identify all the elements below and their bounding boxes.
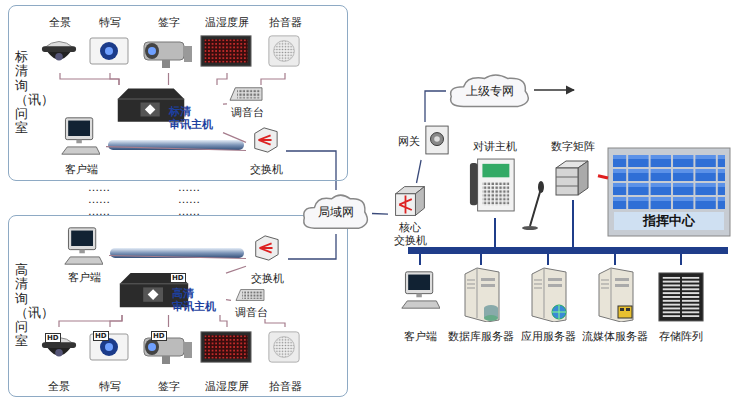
node-label: 对讲主机 xyxy=(473,140,517,153)
node-label: 签字 xyxy=(158,380,180,393)
node-label: 温湿度屏 xyxy=(205,380,249,393)
client-pc: 客户端 xyxy=(59,226,109,284)
node-label: 拾音器 xyxy=(269,380,302,393)
client-pc: 客户端 xyxy=(398,265,442,343)
connector xyxy=(106,147,246,151)
connector xyxy=(410,247,681,265)
node-label: 核心 交换机 xyxy=(390,221,430,247)
node-label: 特写 xyxy=(99,380,121,393)
hd-badge: HD xyxy=(93,331,109,341)
video-wall: 指挥中心 xyxy=(608,148,730,236)
node-label: 高清 审讯主机 xyxy=(172,287,222,313)
interrogation-host: 标清 审讯主机 xyxy=(113,85,223,133)
node-label: 交换机 xyxy=(251,272,284,285)
microphone: 拾音器 xyxy=(263,16,307,73)
node-label: 流媒体服务器 xyxy=(582,330,648,343)
connector xyxy=(168,73,169,85)
connector xyxy=(425,91,446,122)
node-label: 交换机 xyxy=(250,163,283,176)
node-label: 全景 xyxy=(48,380,70,393)
connector xyxy=(226,299,231,301)
node-label: 指挥中心 xyxy=(614,212,724,230)
connector xyxy=(220,315,227,327)
server: 流媒体服务器 xyxy=(580,265,650,343)
lan-cloud: 局域网 xyxy=(300,190,372,234)
connector xyxy=(265,319,285,327)
connector xyxy=(59,315,122,327)
intercom: 对讲主机 xyxy=(465,140,525,218)
display: 温湿度屏 xyxy=(199,16,255,73)
connector xyxy=(110,315,122,327)
node-label: 客户端 xyxy=(404,330,437,343)
connector xyxy=(110,73,119,85)
room-panel: 高清询（讯）问室 客户端 交换机高清 审讯主机调音台全景 特写 签字 温湿度屏 拾音器 xyxy=(8,215,348,397)
server: 应用服务器 xyxy=(518,265,578,343)
microphone: 拾音器 xyxy=(263,327,307,393)
connector xyxy=(223,103,227,104)
connector xyxy=(598,176,608,178)
connector xyxy=(223,133,246,143)
node-label: 数字矩阵 xyxy=(551,140,595,153)
connector xyxy=(168,315,169,327)
room-panel: 标清询（讯）问室 全景 特写 签字 温湿度屏 拾音器标清 审讯主机调音台客户端 交换机 xyxy=(8,5,348,181)
ellipsis-mark: …… xyxy=(178,182,200,194)
node-label: 标清询（讯）问室 xyxy=(15,50,28,136)
node-label: 数据库服务器 xyxy=(448,330,514,343)
ellipsis-mark: …… xyxy=(88,194,110,206)
ellipsis-mark: …… xyxy=(88,206,110,218)
connector xyxy=(288,234,336,259)
node-label: 调音台 xyxy=(235,306,268,319)
gateway: 网关 xyxy=(398,122,452,160)
node-label: 应用服务器 xyxy=(521,330,576,343)
hd-badge: HD xyxy=(45,333,61,343)
storage-array: 存储阵列 xyxy=(652,265,710,343)
node-label: 温湿度屏 xyxy=(205,16,249,29)
camera: 签字 xyxy=(141,327,196,393)
node-label: 标清 审讯主机 xyxy=(169,105,219,131)
node-label: 网关 xyxy=(398,135,420,148)
connector xyxy=(109,256,246,259)
switch: 交换机 xyxy=(246,126,286,176)
wan-cloud: 上级专网 xyxy=(446,70,534,112)
ellipsis-mark: …… xyxy=(178,194,200,206)
core-switch: 核心 交换机 xyxy=(388,183,432,247)
node-label: 拾音器 xyxy=(269,16,302,29)
connector xyxy=(372,213,388,215)
display: 温湿度屏 xyxy=(199,327,255,393)
connector xyxy=(417,160,422,183)
hd-badge: HD xyxy=(151,331,167,341)
connector xyxy=(410,200,573,250)
node-label: 上级专网 xyxy=(466,85,514,98)
node-label: 存储阵列 xyxy=(659,330,703,343)
node-label: 局域网 xyxy=(318,206,354,219)
node-label: 客户端 xyxy=(65,163,98,176)
node-label: 调音台 xyxy=(231,106,264,119)
server: 数据库服务器 xyxy=(446,265,516,343)
connector xyxy=(217,73,227,85)
ellipsis-mark: …… xyxy=(178,206,200,218)
node-label: 全景 xyxy=(49,16,71,29)
video-matrix: 数字矩阵 xyxy=(548,140,598,200)
switch: 交换机 xyxy=(246,233,288,285)
camera: 特写 xyxy=(85,16,135,73)
client-pc: 客户端 xyxy=(56,116,106,176)
camera: 全景 xyxy=(39,16,81,73)
connector xyxy=(261,73,285,85)
connector xyxy=(60,73,119,85)
mixer: 调音台 xyxy=(231,287,271,319)
hd-badge: HD xyxy=(170,273,186,283)
node-label: 签字 xyxy=(158,16,180,29)
ellipsis-mark: …… xyxy=(88,182,110,194)
connector xyxy=(286,151,336,190)
node-label: 高清询（讯）问室 xyxy=(15,263,28,349)
mixer: 调音台 xyxy=(227,85,267,119)
connector xyxy=(226,266,246,273)
camera: 签字 xyxy=(141,16,196,73)
node-label: 客户端 xyxy=(68,271,101,284)
node-label: 特写 xyxy=(99,16,121,29)
